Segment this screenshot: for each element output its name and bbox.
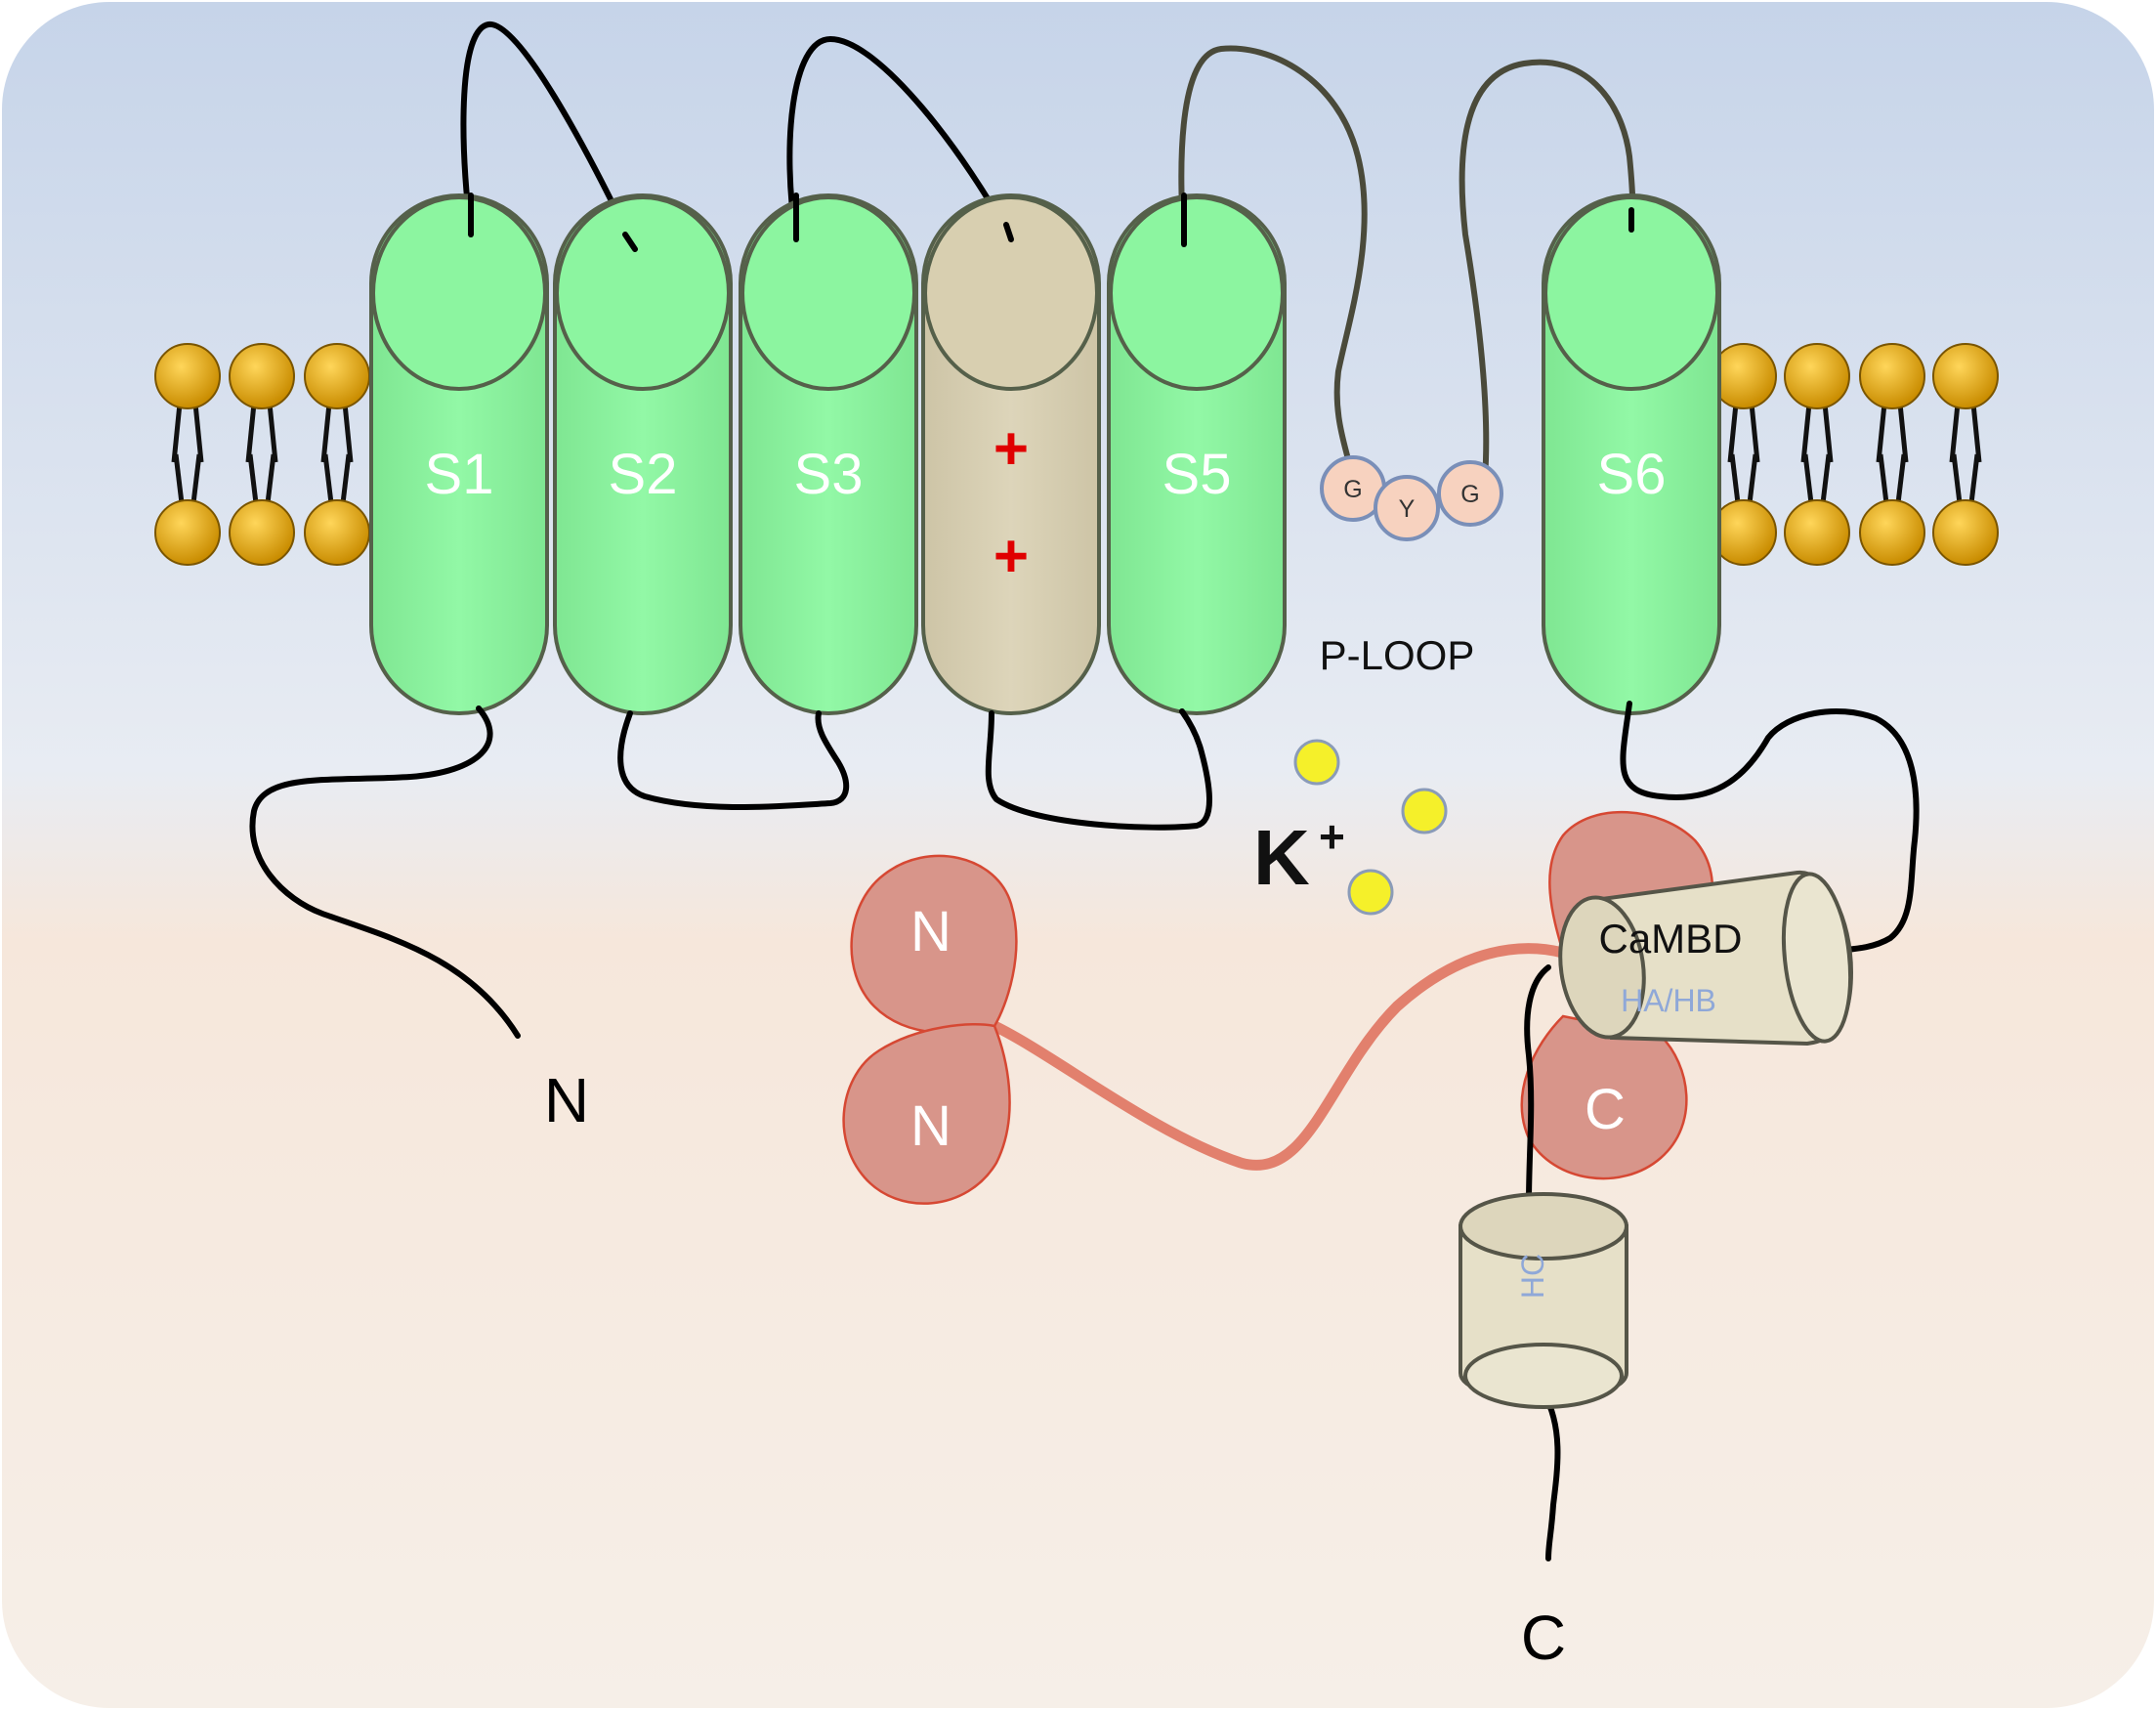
loop-anchor xyxy=(622,232,638,252)
lipid-head xyxy=(1784,343,1850,409)
helix-s3: S3 xyxy=(739,193,918,715)
helix-label: S3 xyxy=(794,443,864,506)
loop-s4-s5 xyxy=(985,708,1212,831)
lipid-tail xyxy=(265,453,276,504)
lipid-tail xyxy=(1876,403,1887,463)
lipid-bilayer xyxy=(154,343,1999,566)
lipid-tail xyxy=(247,453,259,504)
c-lobe-label: C xyxy=(1585,1078,1626,1141)
lipid-head xyxy=(154,499,221,566)
lipid-head xyxy=(304,499,370,566)
lipid-head xyxy=(229,343,295,409)
lipid-tail xyxy=(173,453,185,504)
lipid-tail xyxy=(192,403,204,463)
positive-charge: + xyxy=(993,415,1029,483)
cambd-sublabel: HA/HB xyxy=(1621,983,1716,1018)
lipid-head xyxy=(1859,499,1925,566)
lipid-tail xyxy=(1800,403,1812,463)
loop-s5-pore xyxy=(1178,45,1368,462)
loop-s3-s4 xyxy=(786,36,1014,242)
lipid-tail xyxy=(1895,453,1907,504)
lipid-tail xyxy=(1949,403,1961,463)
loop-n-terminus xyxy=(249,705,521,1039)
helix-s6: S6 xyxy=(1542,193,1721,715)
hc-domain: HC xyxy=(1458,1192,1628,1409)
helix-s5: S5 xyxy=(1107,193,1287,715)
filter-residue-label: Y xyxy=(1399,495,1416,523)
calmodulin-linker xyxy=(989,943,1569,1171)
lipid-tail xyxy=(322,453,334,504)
lipid-tail xyxy=(190,453,202,504)
lipid-head xyxy=(154,343,221,409)
ion-charge: + xyxy=(1319,811,1345,862)
positive-charge: + xyxy=(993,523,1029,590)
lipid-head xyxy=(1784,499,1850,566)
lipid-tail xyxy=(1820,453,1832,504)
helix-label: S2 xyxy=(609,443,678,506)
lipid-tail xyxy=(1747,453,1758,504)
lipid-tail xyxy=(1897,403,1909,463)
hc-label: HC xyxy=(1515,1254,1550,1299)
lipid-head xyxy=(1932,343,1999,409)
lipid-head xyxy=(304,343,370,409)
filter-residue xyxy=(1374,475,1440,541)
helix-s4-voltage-sensor: ++ xyxy=(921,193,1101,715)
lipid-tail xyxy=(1951,453,1963,504)
lipid-tail xyxy=(267,403,278,463)
lipid-head xyxy=(1932,499,1999,566)
filter-residue-label: G xyxy=(1343,476,1362,503)
lipid-tail xyxy=(1749,403,1760,463)
lipid-head xyxy=(1859,343,1925,409)
n-terminus-label: N xyxy=(544,1065,589,1135)
lipid-tail xyxy=(340,453,352,504)
c-terminus-label: C xyxy=(1521,1603,1566,1673)
lipid-tail xyxy=(1727,403,1739,463)
filter-residue xyxy=(1437,460,1503,527)
p-loop-label: P-LOOP xyxy=(1320,632,1475,678)
calmodulin-c-lobe xyxy=(1520,1014,1688,1180)
potassium-ion xyxy=(1293,739,1340,786)
calmodulin-n-lobe-bottom xyxy=(842,1023,1011,1205)
calmodulin-n-lobe-top xyxy=(850,854,1018,1035)
n-lobe-top-label: N xyxy=(910,900,951,963)
helix-s1: S1 xyxy=(369,193,549,715)
n-lobe-bottom-label: N xyxy=(910,1094,951,1158)
ion-label: K xyxy=(1253,814,1310,901)
lipid-tail xyxy=(320,403,332,463)
helix-label: S5 xyxy=(1163,443,1232,506)
lipid-tail xyxy=(1729,453,1741,504)
lipid-tail xyxy=(1878,453,1889,504)
loop-anchor xyxy=(1003,222,1014,242)
helix-s2: S2 xyxy=(553,193,733,715)
loop-s1-s2 xyxy=(460,21,638,252)
filter-residue-label: G xyxy=(1460,481,1479,508)
lipid-tail xyxy=(1802,453,1814,504)
cambd-label: CaMBD xyxy=(1598,916,1742,962)
c-terminal-tail xyxy=(1524,964,1551,1205)
lipid-head xyxy=(229,499,295,566)
lipid-tail xyxy=(1970,403,1982,463)
loop-s2-s3 xyxy=(617,710,850,810)
lipid-tail xyxy=(342,403,354,463)
loop-s6-cambd xyxy=(1620,701,1920,959)
helix-label: S6 xyxy=(1597,443,1667,506)
helix-label: S1 xyxy=(425,443,494,506)
lipid-tail xyxy=(245,403,257,463)
loop-pore-s6 xyxy=(1458,59,1636,482)
potassium-ion xyxy=(1401,788,1448,834)
cambd-domain: CaMBD HA/HB xyxy=(1558,870,1854,1047)
lipid-tail xyxy=(1822,403,1834,463)
potassium-ion xyxy=(1347,869,1394,916)
lipid-tail xyxy=(171,403,183,463)
lipid-tail xyxy=(1968,453,1980,504)
c-terminal-end xyxy=(1541,1389,1561,1561)
